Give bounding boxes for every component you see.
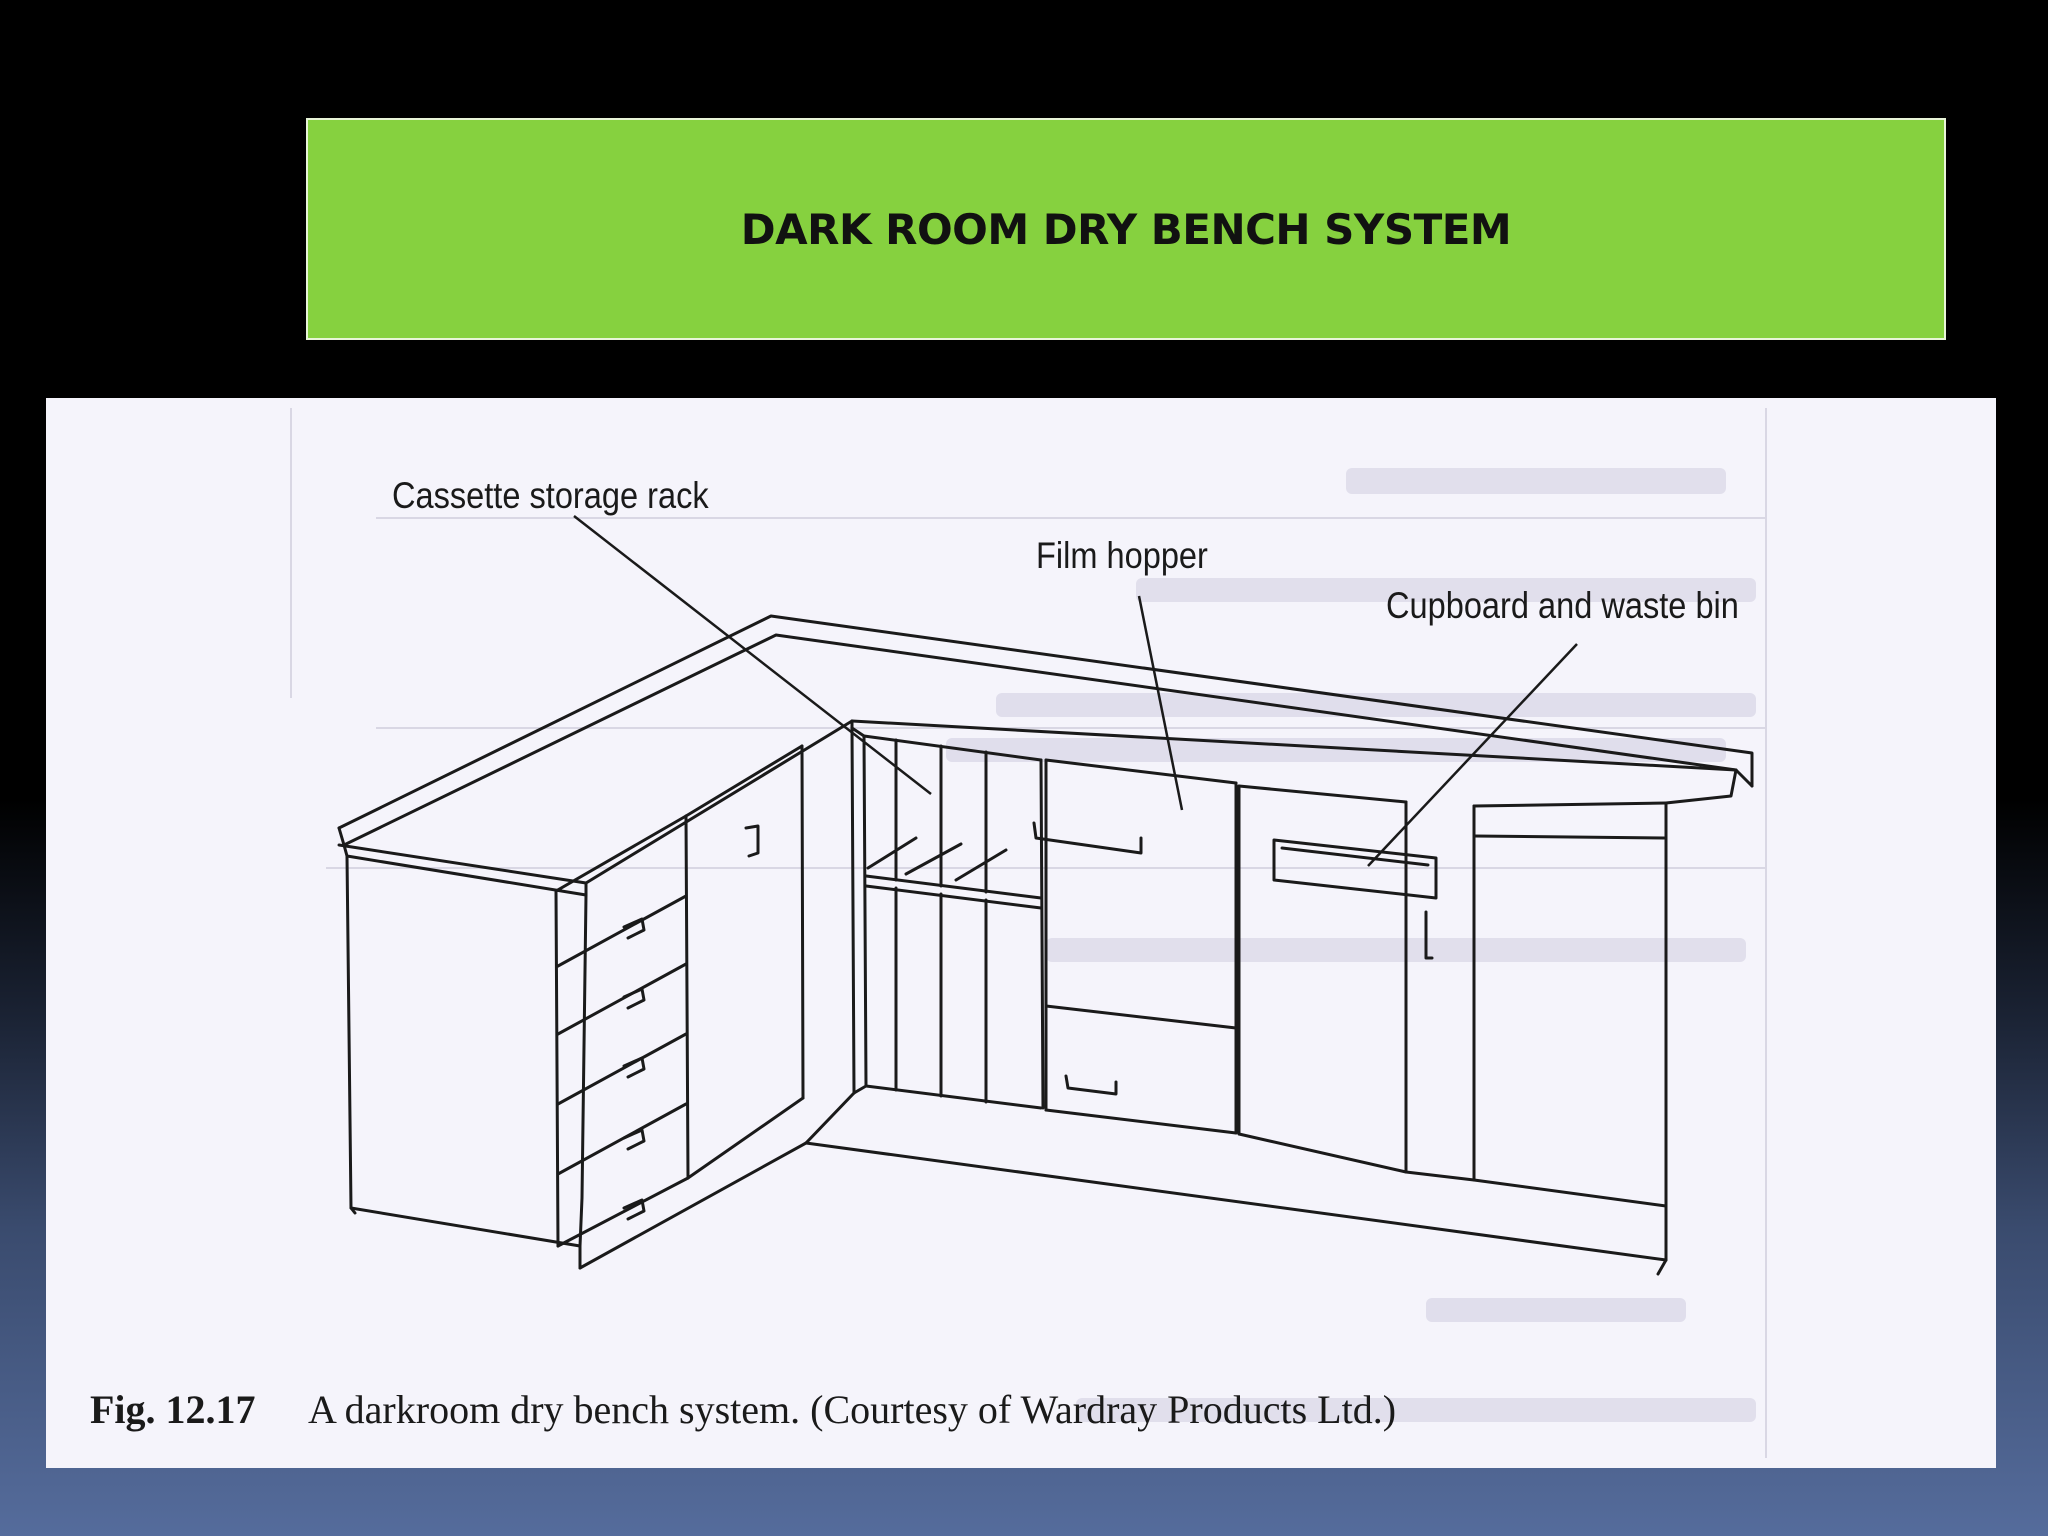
leader-lines	[573, 515, 1578, 867]
lower-drawer-handle	[1064, 1074, 1118, 1096]
cupboard-handle	[1424, 910, 1434, 960]
drawer-handle-2	[622, 987, 646, 1010]
leader-cassette-rack	[573, 515, 932, 795]
hopper-handle	[1032, 821, 1143, 855]
drawer-handle-4	[622, 1128, 646, 1151]
bench-drawing	[337, 614, 1754, 1276]
label-cassette-storage-rack: Cassette storage rack	[392, 475, 709, 516]
left-cabinet	[345, 854, 582, 1248]
label-cupboard-waste-bin: Cupboard and waste bin	[1386, 585, 1739, 626]
drawer-handle-3	[622, 1056, 646, 1079]
drawer-handle-1	[622, 917, 646, 940]
worktop-back-edge	[337, 614, 1754, 830]
caption-text: A darkroom dry bench system. (Courtesy o…	[308, 1387, 1396, 1432]
slide-title: DARK ROOM DRY BENCH SYSTEM	[740, 204, 1512, 254]
leader-film-hopper	[1137, 595, 1184, 811]
figure-panel: Cassette storage rack Film hopper Cupboa…	[46, 398, 1996, 1468]
label-film-hopper: Film hopper	[1036, 535, 1208, 576]
drawer-handle-5	[622, 1198, 646, 1221]
leader-cupboard	[1367, 643, 1578, 867]
corner-door-handle	[744, 824, 760, 858]
bench-diagram: Cassette storage rack Film hopper Cupboa…	[90, 408, 1767, 1458]
caption-figure-number: Fig. 12.17	[90, 1387, 256, 1432]
slide-title-box: DARK ROOM DRY BENCH SYSTEM	[306, 118, 1946, 340]
cassette-rack	[850, 726, 856, 1095]
ghost-text-lines	[946, 468, 1756, 1422]
worktop-front-left	[337, 826, 588, 897]
